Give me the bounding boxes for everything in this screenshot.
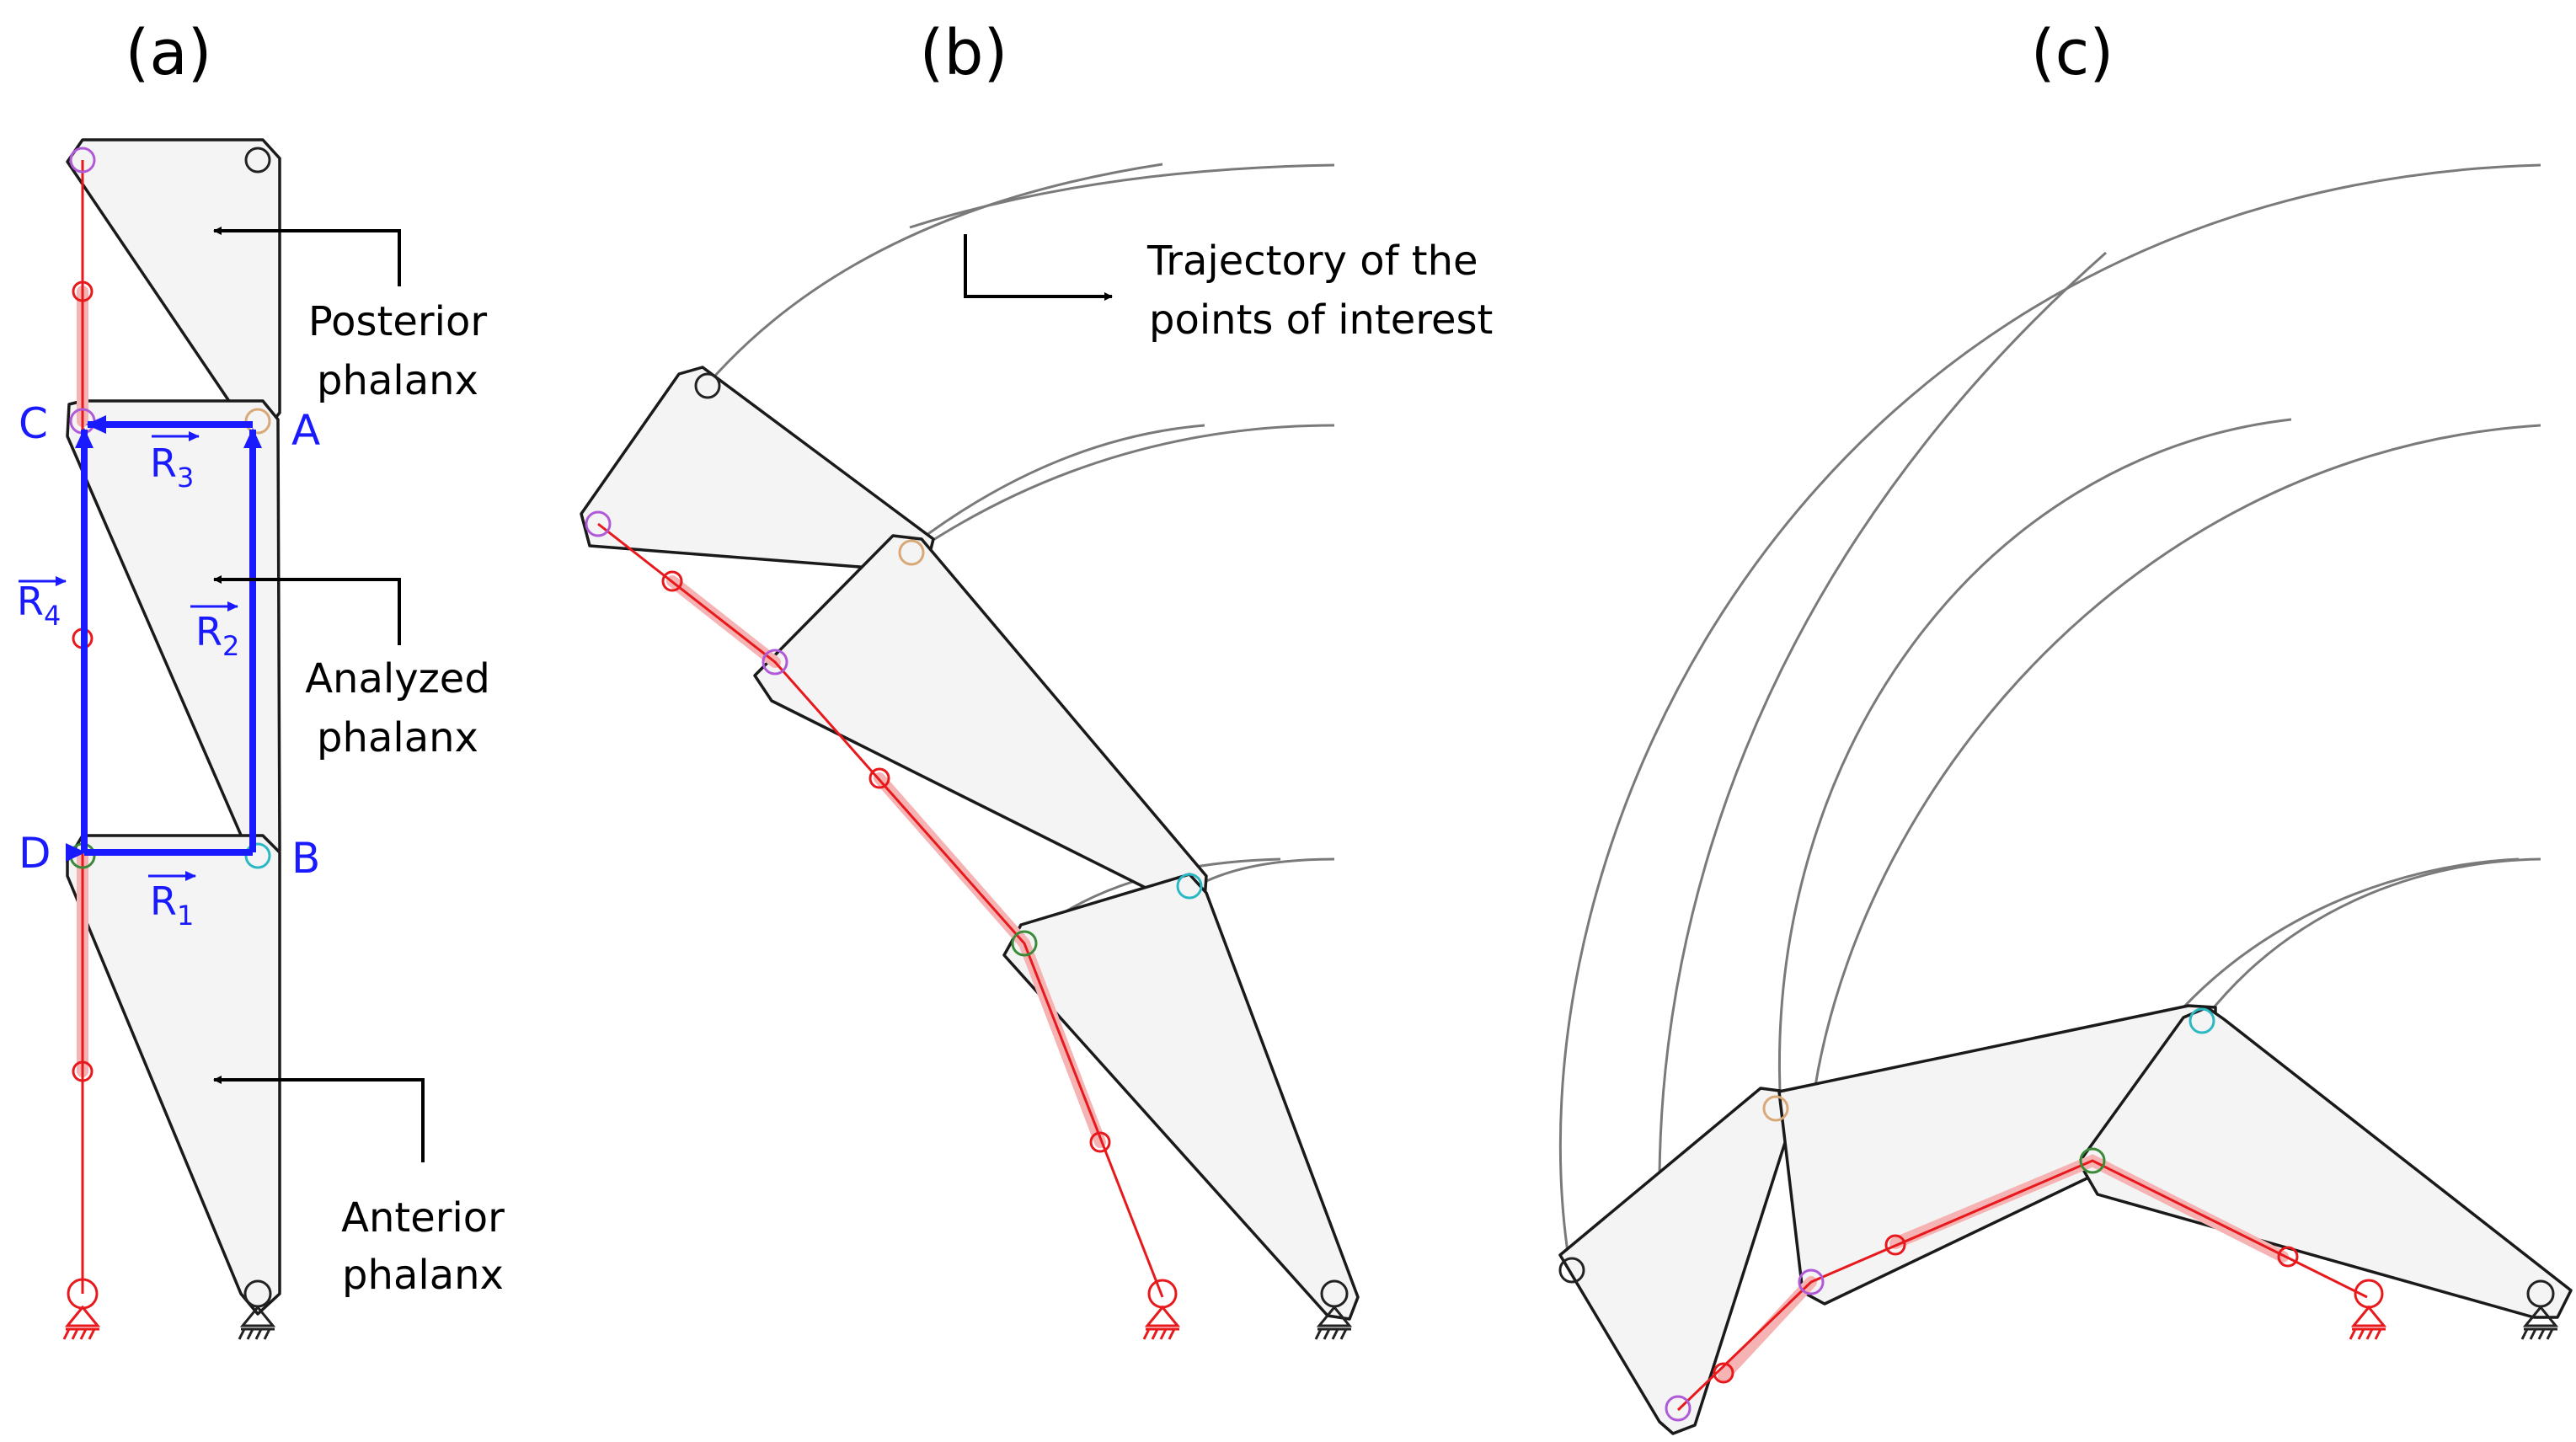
svg-text:R2: R2 (195, 609, 239, 662)
red-ground-support-icon (1142, 1305, 1181, 1340)
trajectory-arc (909, 424, 1205, 549)
chain-link (1676, 1159, 2368, 1412)
anterior-label-2: phalanx (342, 1252, 504, 1299)
analyzed-label-1: Analyzed (305, 655, 490, 702)
joint-black (1558, 1257, 1585, 1284)
red-ground-support-icon (2349, 1305, 2387, 1340)
black-ground-support-icon (1314, 1305, 1353, 1340)
joint-tan (1762, 1095, 1789, 1122)
vector-label-r1: R1 (148, 871, 196, 932)
chain-node (868, 767, 890, 789)
analyzed-label-2: phalanx (317, 714, 478, 761)
anterior-phalanx (1002, 873, 1360, 1321)
trajectory-arc (1558, 163, 2541, 1269)
posterior-phalanx (580, 366, 935, 573)
joint-green (1011, 930, 1038, 957)
analyzed-phalanx (753, 534, 1208, 910)
panel-c: (c) (1558, 17, 2573, 1435)
red-ground-support-icon (62, 1305, 101, 1340)
joint-tan (898, 539, 925, 566)
panel-a-label: (a) (125, 17, 211, 89)
analyzed-phalanx (66, 399, 281, 879)
vector-label-r3: R3 (150, 431, 200, 494)
analyzed-pointer (213, 575, 401, 645)
anterior-label-1: Anterior (341, 1194, 505, 1242)
chain-link (597, 522, 1164, 1298)
joint-purple (1665, 1395, 1692, 1422)
trajectory-arc (706, 163, 1163, 385)
trajectory-label-1: Trajectory of the (1146, 238, 1478, 285)
joint-green (2079, 1147, 2106, 1174)
posterior-phalanx (66, 138, 281, 441)
chain-node (1089, 1131, 1111, 1153)
chain-node (661, 570, 683, 592)
chain-node (1713, 1362, 1734, 1384)
trajectory-arc (2205, 857, 2541, 1017)
anterior-pointer (213, 1076, 425, 1162)
point-label-a: A (291, 406, 320, 455)
trajectory-pointer (964, 234, 1113, 301)
joint-purple (585, 510, 612, 537)
joint-black (244, 147, 271, 174)
joint-purple (762, 649, 788, 676)
svg-text:R3: R3 (150, 441, 194, 494)
chain-node (72, 280, 94, 302)
joint-cyan (2189, 1007, 2215, 1034)
vector-label-r2: R2 (190, 601, 239, 662)
point-label-b: B (291, 834, 320, 883)
chain-node (1884, 1234, 1906, 1256)
chain-node (2277, 1246, 2299, 1268)
chain-node (72, 1060, 94, 1082)
svg-text:R1: R1 (150, 879, 194, 932)
posterior-phalanx (1558, 1087, 1796, 1435)
posterior-label-1: Posterior (308, 298, 487, 345)
vector-label-r4: R4 (17, 576, 67, 632)
trajectory-label-2: points of interest (1149, 296, 1493, 344)
trajectory-arc (909, 163, 1335, 229)
joint-cyan (1176, 873, 1203, 900)
svg-text:R4: R4 (17, 579, 61, 632)
posterior-pointer (213, 227, 401, 286)
vector-loop (66, 415, 262, 862)
panel-c-label: (c) (2031, 17, 2114, 89)
point-label-c: C (19, 399, 48, 448)
anterior-phalanx (66, 834, 281, 1316)
posterior-label-2: phalanx (317, 357, 478, 404)
joint-purple (1798, 1268, 1825, 1295)
panel-b: (b) (580, 17, 1493, 1340)
point-label-d: D (19, 829, 51, 878)
trajectory-arc (1778, 418, 2292, 1111)
joint-black (694, 372, 721, 399)
black-ground-support-icon (238, 1305, 276, 1340)
panel-a: (a) (17, 17, 505, 1340)
black-ground-support-icon (2520, 1305, 2559, 1340)
panel-b-label: (b) (920, 17, 1008, 89)
trajectory-arc (926, 424, 1335, 546)
joint-purple (69, 147, 96, 174)
